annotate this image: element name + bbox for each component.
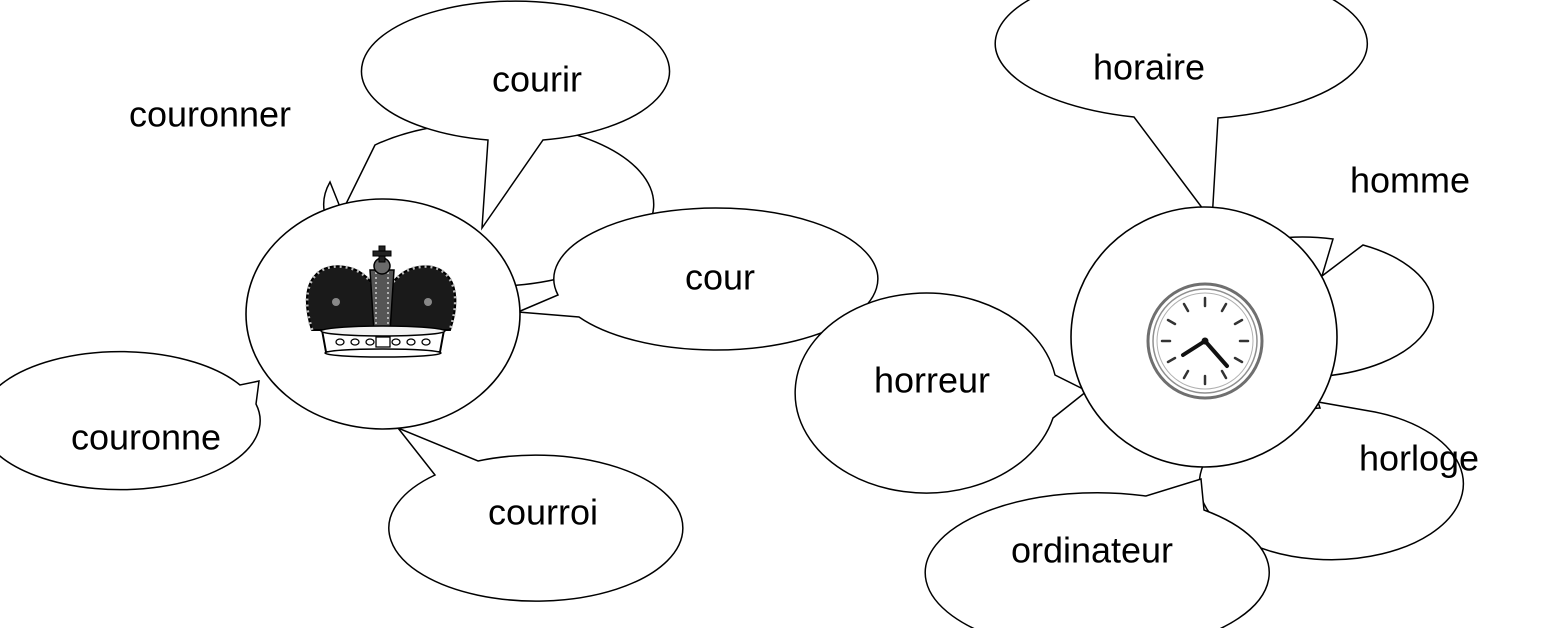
word-couronner: couronner xyxy=(129,94,291,135)
word-homme: homme xyxy=(1350,160,1470,201)
left-cluster: couronner courir couronne courroi cour xyxy=(0,0,879,602)
word-horaire: horaire xyxy=(1093,47,1205,88)
word-ordinateur: ordinateur xyxy=(1011,530,1173,571)
bubble-horaire: horaire xyxy=(994,0,1368,224)
bubble-courroi: couronne xyxy=(0,350,261,491)
bubble-ordinateur: ordinateur xyxy=(924,478,1270,628)
word-courir: courir xyxy=(492,59,582,100)
word-courroi: couronne xyxy=(71,417,221,458)
word-cour: courroi xyxy=(488,492,598,533)
crown-icon xyxy=(305,245,457,358)
word-couronne: cour xyxy=(685,257,755,298)
right-cluster: horaire homme horreur horloge ordinateur xyxy=(794,0,1479,628)
clock-icon xyxy=(1146,282,1264,400)
word-horloge: horloge xyxy=(1359,438,1479,479)
bubble-horreur: horreur xyxy=(794,292,1089,494)
word-horreur: horreur xyxy=(874,360,990,401)
bubble-couronne: cour xyxy=(517,207,879,351)
bubble-courir: courir xyxy=(360,0,671,231)
bubble-cour: courroi xyxy=(388,426,684,602)
